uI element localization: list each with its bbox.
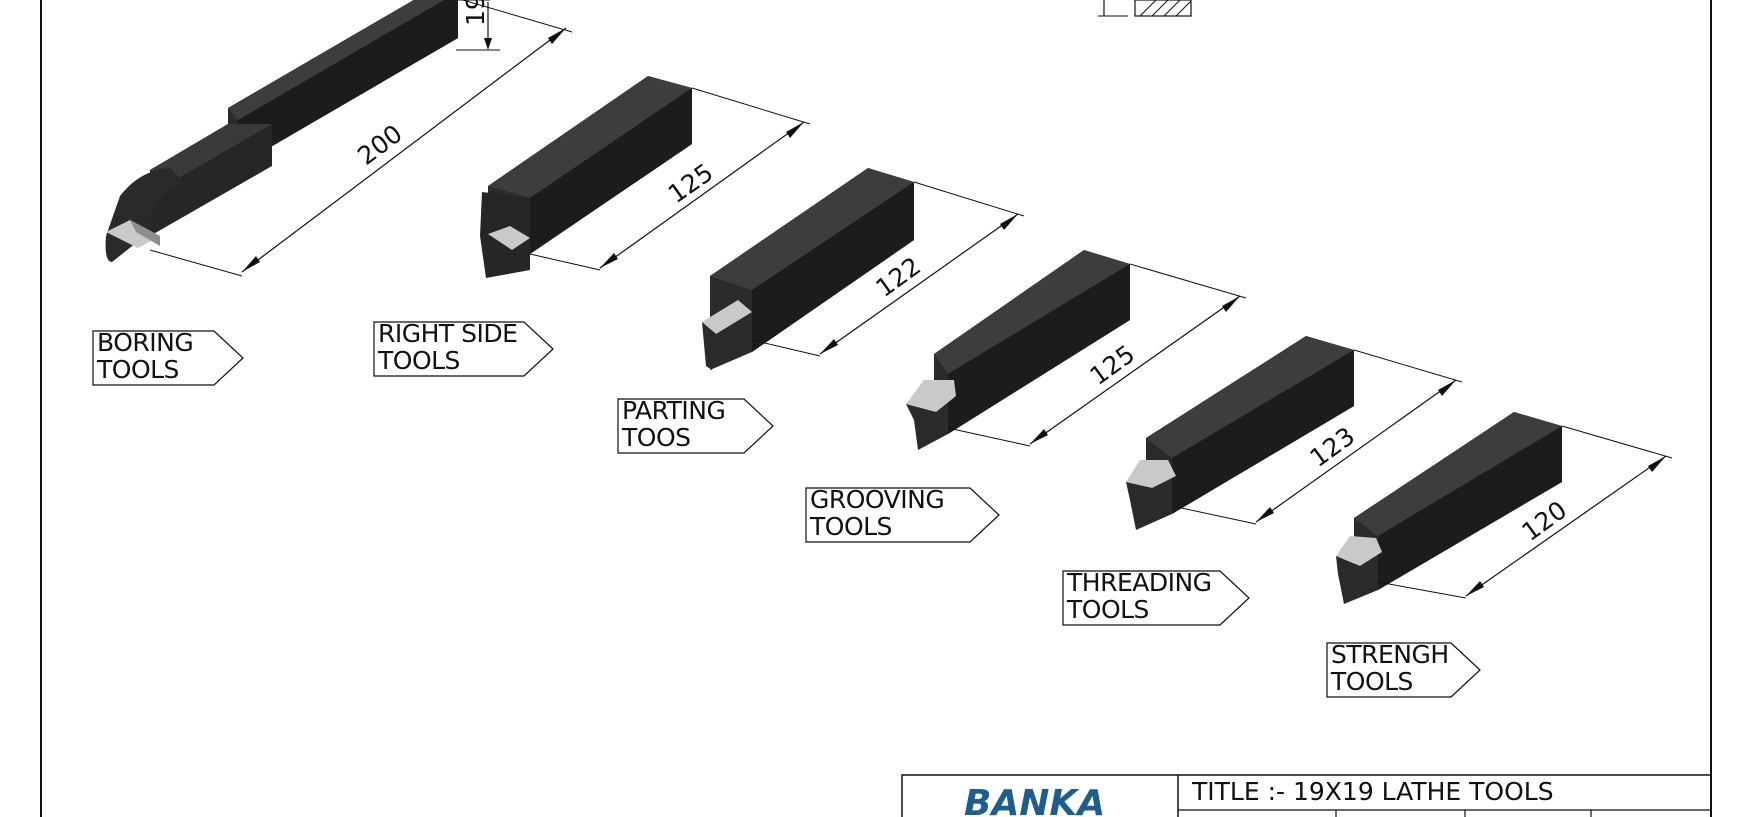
boring-tool-label-line1: BORING [97,328,193,357]
drawing-title: TITLE :- 19X19 LATHE TOOLS [1191,777,1554,806]
boring-tool-label-line2: TOOLS [96,355,179,384]
grooving-tool-label: GROOVING TOOLS [805,485,1000,543]
title-block: BANKA TITLE :- 19X19 LATHE TOOLS [901,774,1712,817]
strength-tool-label-line2: TOOLS [1330,667,1413,696]
threading-tool-label: THREADING TOOLS [1062,568,1250,626]
parting-tool-label-line1: PARTING [622,396,725,425]
threading-tool [1126,336,1354,530]
right-side-tool-label: RIGHT SIDE TOOLS [373,319,554,377]
section-height-value: 19 [461,0,490,26]
right-side-tool-label-line2: TOOLS [377,346,460,375]
section-view-fragment [1098,0,1192,17]
parting-tool [702,168,914,370]
right-side-tool-length-value: 125 [663,158,719,209]
threading-tool-label-line1: THREADING [1066,568,1212,597]
boring-tool-label: BORING TOOLS [92,328,244,386]
boring-tool [105,0,458,262]
section-height-dimension: 19 [456,0,500,51]
right-side-tool [480,76,692,278]
grooving-tool-label-line2: TOOLS [809,512,892,541]
company-logo-text: BANKA [964,783,1105,817]
parting-tool-label: PARTING TOOS [617,396,774,454]
threading-tool-label-line2: TOOLS [1066,595,1149,624]
grooving-tool [906,250,1130,450]
boring-tool-length-value: 200 [352,119,408,171]
company-logo: BANKA [964,783,1105,817]
parting-tool-label-line2: TOOS [621,423,691,452]
right-side-tool-label-line1: RIGHT SIDE [378,319,517,348]
strength-tool-label: STRENGH TOOLS [1326,640,1481,698]
grooving-tool-length-value: 125 [1084,339,1140,391]
strength-tool-label-line1: STRENGH [1331,640,1449,669]
grooving-tool-label-line1: GROOVING [810,485,944,514]
strength-tool [1336,412,1562,604]
